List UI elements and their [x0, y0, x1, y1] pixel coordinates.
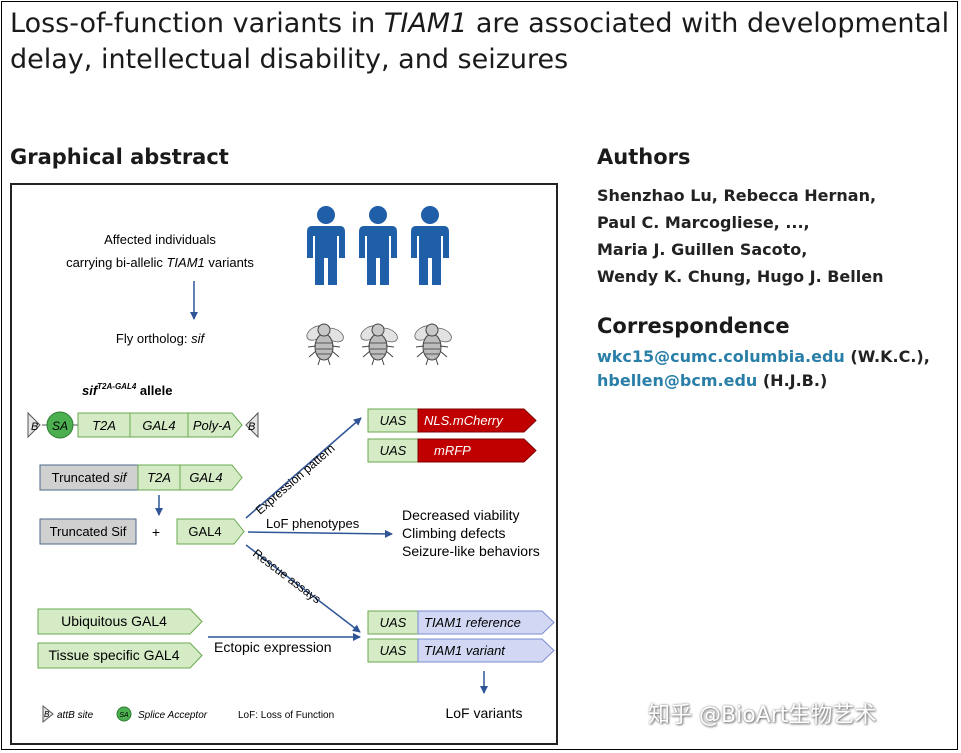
fly-icon [303, 322, 347, 366]
splice-sa-glyph: SA [119, 712, 129, 719]
tiam1-variant-label: TIAM1 variant [424, 643, 506, 658]
nls-mcherry-box [417, 408, 537, 433]
gal4-label: GAL4 [188, 524, 221, 539]
author-line: Shenzhao Lu, Rebecca Hernan, [597, 186, 877, 205]
phenotype-3: Seizure-like behaviors [402, 543, 540, 559]
watermark: 知乎 @BioArt生物艺术 [648, 703, 877, 728]
uas-label: UAS [380, 443, 407, 458]
graphical-abstract-panel: Affected individuals carrying bi-allelic… [10, 183, 558, 745]
email-owner-1: (W.K.C.), [844, 347, 930, 366]
correspondence-list: wkc15@cumc.columbia.edu (W.K.C.), hbelle… [597, 345, 930, 393]
person-icon [359, 206, 397, 285]
expression-pattern-label: Expression pattern [253, 441, 338, 517]
uas-label: UAS [380, 615, 407, 630]
email-link-2[interactable]: hbellen@bcm.edu [597, 371, 758, 390]
allele-construct: B SA T2A GAL4 Poly-A B [27, 411, 259, 439]
email-owner-2: (H.J.B.) [757, 371, 828, 390]
rescue-arrow [245, 544, 361, 633]
authors-list: Shenzhao Lu, Rebecca Hernan, Paul C. Mar… [597, 182, 884, 290]
tiam1-reference-box [417, 610, 555, 635]
plus-sign: + [152, 524, 160, 540]
truncated-sif-protein-box [39, 518, 137, 545]
lof-variants-label: LoF variants [445, 705, 522, 721]
article-title: Loss-of-function variants in TIAM1 are a… [10, 8, 950, 75]
mrfp-box [417, 438, 537, 463]
author-line: Wendy K. Chung, Hugo J. Bellen [597, 267, 884, 286]
authors-heading: Authors [597, 145, 691, 169]
lof-phenotypes-label: LoF phenotypes [266, 516, 360, 531]
author-line: Paul C. Marcogliese, ..., [597, 213, 810, 232]
email-link-1[interactable]: wkc15@cumc.columbia.edu [597, 347, 845, 366]
phenotype-1: Decreased viability [402, 507, 520, 523]
attb-b-glyph: B [44, 710, 50, 719]
construct-t2a: T2A [92, 418, 116, 433]
ectopic-expression-label: Ectopic expression [214, 639, 332, 655]
truncated-t2a: T2A [147, 470, 171, 485]
affected-text-2: carrying bi-allelic TIAM1 variants [66, 255, 254, 270]
construct-b-left: B [31, 421, 38, 433]
allele-label: sifT2A-GAL4 allele [82, 382, 172, 398]
truncated-sif-protein: Truncated Sif [50, 524, 127, 539]
lof-arrow [247, 529, 393, 538]
attb-legend-label: attB site [57, 710, 94, 721]
uas-label: UAS [380, 643, 407, 658]
gal4-box [176, 518, 245, 545]
splice-legend-label: Splice Acceptor [138, 710, 208, 721]
correspondence-heading: Correspondence [597, 314, 790, 338]
construct-polya: Poly-A [193, 418, 231, 433]
truncated-sif-text: Truncated sif [52, 470, 128, 485]
ubiquitous-gal4-label: Ubiquitous GAL4 [61, 613, 167, 629]
splice-legend-icon [116, 706, 132, 722]
person-icon [307, 206, 345, 285]
truncated-sif-construct: Truncated sif T2A GAL4 [39, 464, 243, 491]
construct-gal4: GAL4 [142, 418, 175, 433]
rescue-assays-label: Rescue assays [250, 546, 323, 606]
author-line: Maria J. Guillen Sacoto, [597, 240, 808, 259]
expression-arrow [245, 417, 362, 519]
affected-text-1: Affected individuals [104, 232, 216, 247]
tiam1-reference-label: TIAM1 reference [424, 615, 521, 630]
attb-legend-icon [42, 704, 54, 724]
fly-ortholog-text: Fly ortholog: sif [116, 331, 206, 346]
uas-label: UAS [380, 413, 407, 428]
splice-acceptor-circle [46, 411, 74, 439]
tissue-gal4-label: Tissue specific GAL4 [49, 647, 180, 663]
truncated-gal4: GAL4 [189, 470, 222, 485]
graphical-abstract-figure: Affected individuals carrying bi-allelic… [27, 206, 555, 724]
phenotype-2: Climbing defects [402, 525, 506, 541]
fly-icon [357, 322, 401, 366]
tissue-gal4-box [37, 642, 203, 669]
graphical-abstract-heading: Graphical abstract [10, 145, 229, 169]
lof-legend-label: LoF: Loss of Function [238, 710, 334, 721]
mrfp-label: mRFP [434, 443, 471, 458]
person-icon [411, 206, 449, 285]
ubiquitous-gal4-box [37, 608, 203, 635]
tiam1-variant-box [417, 638, 555, 663]
fly-icon [411, 322, 455, 366]
nls-mcherry-label: NLS.mCherry [424, 413, 504, 428]
construct-sa: SA [52, 419, 68, 433]
construct-b-right: B [248, 421, 255, 433]
